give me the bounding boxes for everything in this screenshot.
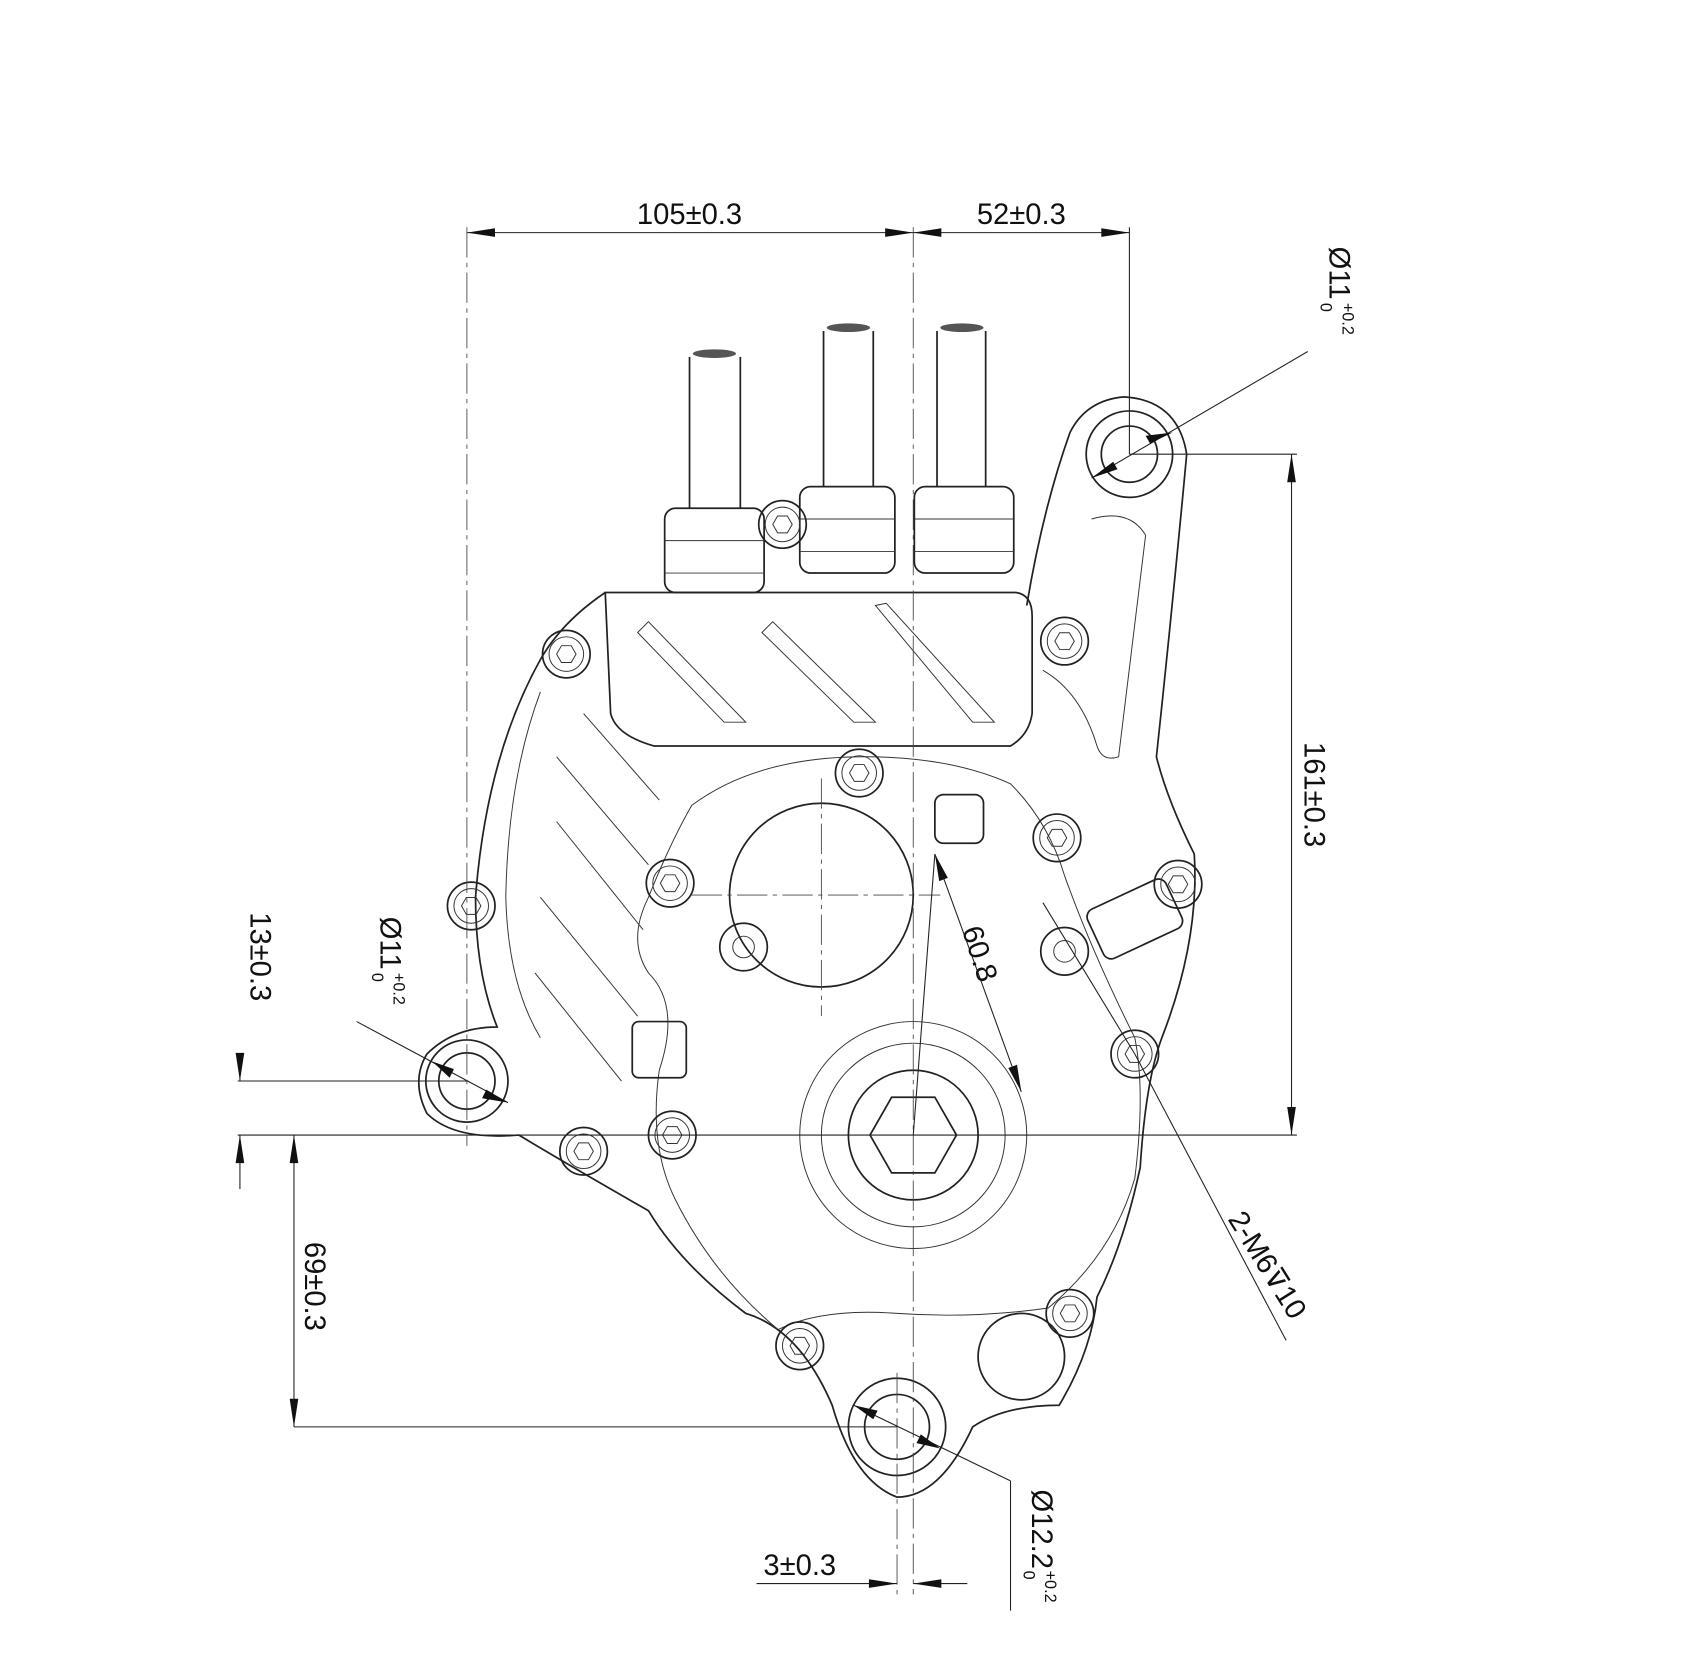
dim-width-right: 52±0.3 [977,199,1066,231]
callout-upper-tol: +0.2 [1041,1571,1059,1603]
callout-upper-tol: +0.2 [389,973,407,1005]
callout-lower-tol: 0 [368,973,386,982]
callout-lower-tol: 0 [1019,1571,1037,1580]
dim-bottom-hole-x-offset: 3±0.3 [763,1550,836,1582]
center-lines [466,227,941,1595]
dim-width-left: 105±0.3 [637,199,742,231]
callout-hole-left: Ø11 +0.2 0 [368,917,408,1005]
cables [663,323,1015,594]
callout-upper-tol: +0.2 [1338,303,1356,335]
dim-left-hole-offset: 13±0.3 [244,912,276,1001]
callout-diameter: Ø11 [373,917,405,970]
motor-housing [418,396,1196,1498]
callout-hole-bottom: Ø12.2 +0.2 0 [1019,1490,1059,1603]
dim-thread-note: 2-M6⊽10 [1221,1206,1312,1325]
callout-lower-tol: 0 [1317,303,1335,312]
dimension-arrows [235,228,1296,1588]
dim-bottom-hole-offset: 69±0.3 [298,1242,330,1331]
dim-gear-radius: 60.8 [955,922,1003,986]
gear-features [631,793,1184,1401]
callout-hole-top-right: Ø11 +0.2 0 [1317,247,1357,335]
bolts [446,499,1203,1371]
callout-diameter: Ø12.2 [1025,1490,1057,1569]
dimension-labels: 105±0.3 52±0.3 161±0.3 60.8 2-M6⊽10 13±0… [244,199,1357,1603]
dim-height-total: 161±0.3 [1297,742,1329,847]
callout-diameter: Ø11 [1322,247,1354,300]
